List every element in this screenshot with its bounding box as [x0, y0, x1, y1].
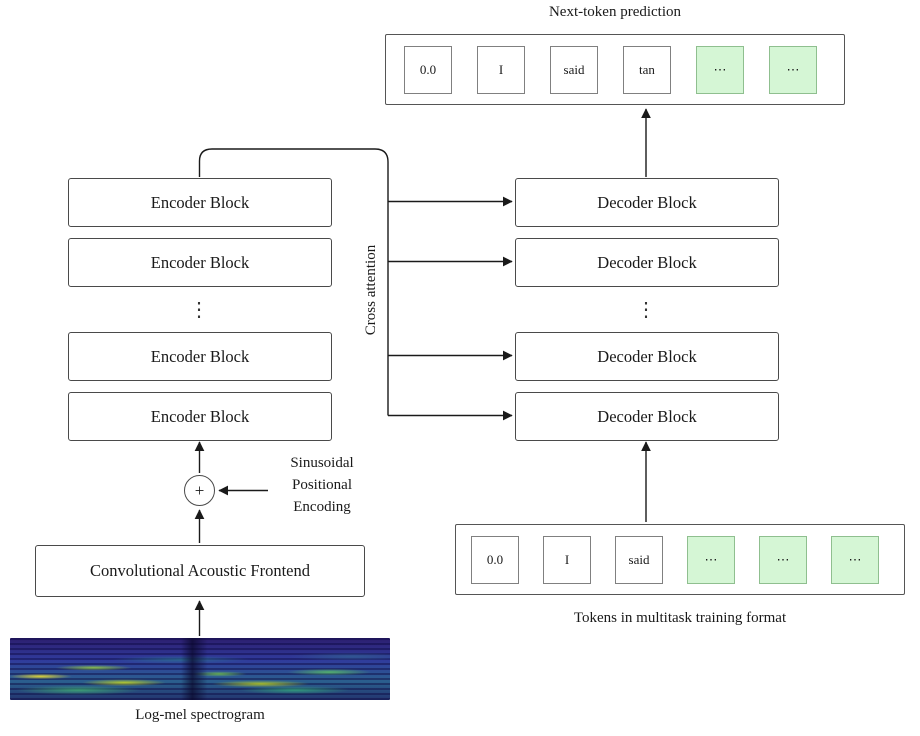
token-cell: 0.0 [404, 45, 452, 94]
token-cell: 0.0 [471, 535, 519, 584]
positional-encoding-label: Sinusoidal Positional Encoding [272, 453, 372, 518]
encoder-ellipsis: ⋮ [189, 299, 209, 321]
token-cell: I [477, 45, 525, 94]
decoder-ellipsis: ⋮ [636, 299, 656, 321]
decoder-block-3: Decoder Block [515, 332, 779, 381]
input-row-caption: Tokens in multitask training format [573, 610, 787, 626]
encoder-block-3: Encoder Block [68, 332, 332, 381]
decoder-block-2: Decoder Block [515, 238, 779, 287]
encoder-block-1: Encoder Block [68, 178, 332, 227]
token-cell: tan [623, 45, 671, 94]
cross-attention-label: Cross attention [363, 244, 379, 336]
token-cell-highlighted: ⋯ [696, 45, 744, 94]
output-token-row: 0.0 I said tan ⋯ ⋯ [385, 34, 845, 105]
encoder-block-2: Encoder Block [68, 238, 332, 287]
decoder-block-1: Decoder Block [515, 178, 779, 227]
plus-node: + [184, 475, 215, 506]
positional-encoding-line-1: Sinusoidal [290, 455, 354, 471]
next-token-prediction-label: Next-token prediction [548, 4, 682, 20]
token-cell-highlighted: ⋯ [831, 535, 879, 584]
positional-encoding-line-3: Encoding [293, 498, 351, 515]
token-cell-highlighted: ⋯ [759, 535, 807, 584]
token-cell-highlighted: ⋯ [687, 535, 735, 584]
token-cell: said [615, 535, 663, 584]
token-cell-highlighted: ⋯ [769, 45, 817, 94]
log-mel-spectrogram-image [10, 638, 390, 700]
decoder-block-4: Decoder Block [515, 392, 779, 441]
encoder-block-4: Encoder Block [68, 392, 332, 441]
token-cell: said [550, 45, 598, 94]
input-token-row: 0.0 I said ⋯ ⋯ ⋯ [455, 524, 905, 595]
token-cell: I [543, 535, 591, 584]
spectrogram-caption: Log-mel spectrogram [135, 707, 265, 723]
acoustic-frontend-box: Convolutional Acoustic Frontend [35, 545, 365, 597]
positional-encoding-line-2: Positional [291, 476, 352, 493]
